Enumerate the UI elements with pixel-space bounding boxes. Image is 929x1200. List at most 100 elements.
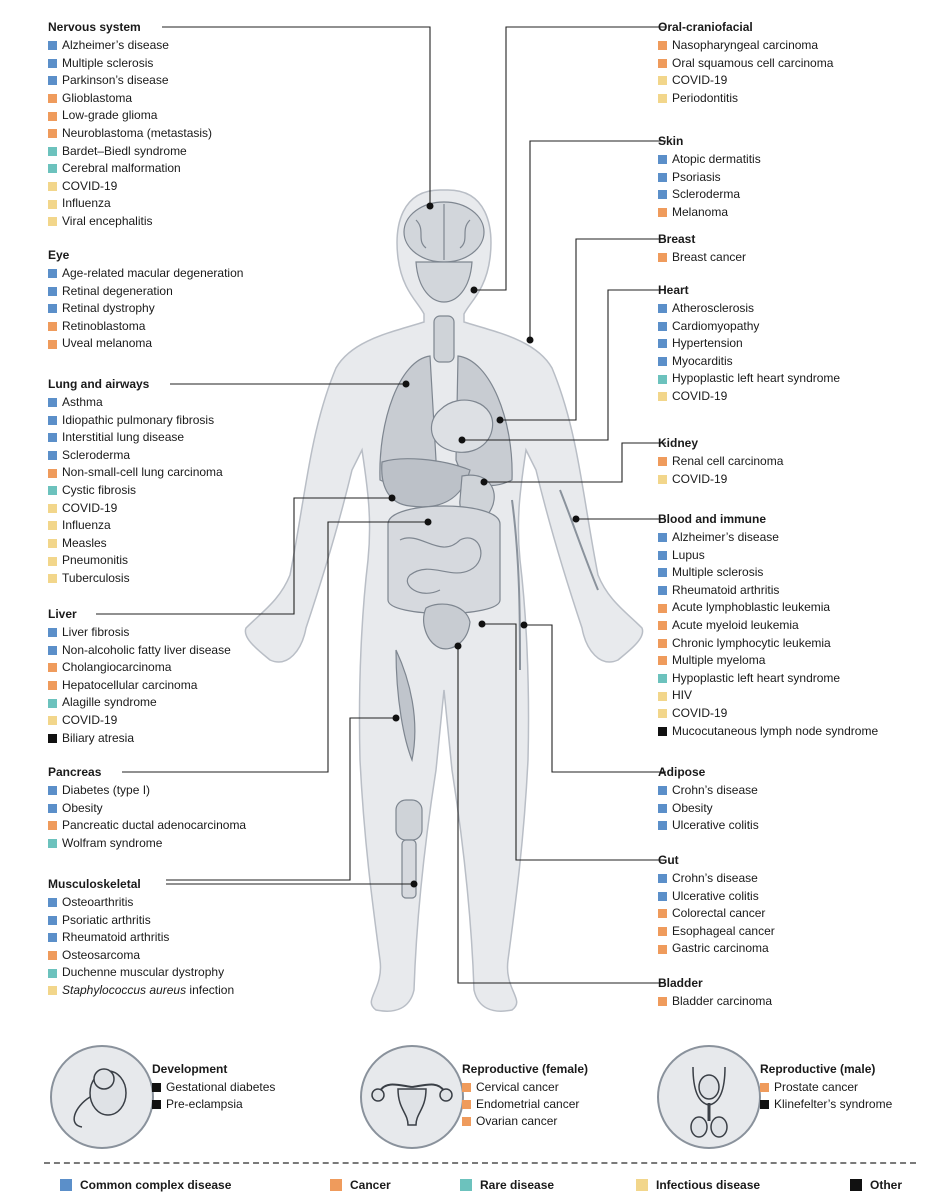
item-label: Non-small-cell lung carcinoma [62,465,223,480]
legend-item-common: Common complex disease [60,1178,231,1192]
category-marker [48,111,57,121]
legend-item-rare: Rare disease [460,1178,554,1192]
item-label: Retinal dystrophy [62,301,155,316]
item-label: Pancreatic ductal adenocarcinoma [62,818,247,833]
category-marker [658,586,667,596]
item-label: Rheumatoid arthritis [672,582,780,597]
list-item: Bardet–Biedl syndrome [48,143,212,161]
item-label: Osteosarcoma [62,947,141,962]
list-item: Oral squamous cell carcinoma [658,55,833,73]
connector-nervous [162,26,431,206]
category-marker [48,803,57,813]
category-marker [48,821,57,831]
blood-vessel-arm [511,489,599,671]
category-marker [48,628,57,638]
category-marker [658,321,667,331]
item-label: Esophageal cancer [672,923,775,938]
item-label: Renal cell carcinoma [672,454,784,468]
list-item: Hepatocellular carcinoma [48,677,231,695]
group-title: Oral-craniofacial [658,20,753,34]
list-item: Low-grade glioma [48,107,212,125]
list-item: Liver fibrosis [48,624,231,642]
list-item: COVID-19 [48,500,223,518]
category-marker [658,638,667,648]
category-marker [48,468,57,478]
category-marker [658,927,667,937]
category-marker [48,933,57,943]
category-marker [48,915,57,925]
category-marker [48,539,57,549]
category-marker [658,357,667,367]
item-italic-prefix: Staphylococcus aureus [62,982,187,997]
category-marker [658,339,667,349]
category-marker [658,304,667,314]
group-title: Adipose [658,765,706,779]
item-label: COVID-19 [62,500,118,515]
connector-gut [482,623,666,861]
category-marker [48,182,57,192]
list-item: Retinal degeneration [48,283,243,301]
uterus-icon [360,1045,464,1149]
category-marker [658,874,667,884]
item-label: Alzheimer’s disease [672,530,779,544]
list-item: Renal cell carcinoma [658,453,783,471]
category-marker [658,392,667,402]
connector-breast [500,238,666,421]
list-item: Nasopharyngeal carcinoma [658,37,833,55]
category-marker [658,891,667,901]
item-label: Cholangiocarcinoma [62,660,172,675]
item-label: Glioblastoma [62,90,133,105]
list-item: Rheumatoid arthritis [658,582,878,600]
item-label: Non-alcoholic fatty liver disease [62,642,231,657]
list-item: Psoriasis [658,169,761,187]
list-item: Ovarian cancer [462,1113,588,1130]
list-item: Pancreatic ductal adenocarcinoma [48,817,246,835]
item-label: Obesity [672,800,713,815]
list-item: Chronic lymphocytic leukemia [658,635,878,653]
category-marker [462,1100,471,1109]
item-label: Pneumonitis [62,553,129,568]
list-item: Acute lymphoblastic leukemia [658,599,878,617]
list-item: Mucocutaneous lymph node syndrome [658,723,878,741]
category-marker [658,786,667,796]
item-label: Pre-eclampsia [166,1097,243,1111]
item-label: HIV [672,688,693,703]
category-marker [48,58,57,68]
item-label: Alzheimer’s disease [62,38,169,52]
category-marker [48,839,57,849]
group-title: Pancreas [48,765,102,779]
list-item: Bladder carcinoma [658,993,772,1011]
list-item: Scleroderma [48,447,223,465]
legend-item-cancer: Cancer [330,1178,391,1192]
list-item: Endometrial cancer [462,1096,588,1113]
item-label: Crohn’s disease [672,871,758,885]
item-label: COVID-19 [672,471,728,486]
item-label: Age-related macular degeneration [62,266,244,280]
category-marker [48,663,57,673]
category-marker [658,550,667,560]
list-item: Measles [48,535,223,553]
category-marker [48,503,57,513]
category-marker [658,909,667,919]
list-item: Cerebral malformation [48,160,212,178]
list-item: COVID-19 [658,72,833,90]
item-label: Multiple sclerosis [672,565,764,580]
category-marker [658,457,667,467]
list-item: Pre-eclampsia [152,1096,275,1113]
category-marker [462,1083,471,1092]
item-label: Obesity [62,800,103,815]
item-label: COVID-19 [62,178,118,193]
list-item: Gestational diabetes [152,1079,275,1096]
category-marker [658,568,667,578]
connector-kidney [484,442,666,483]
item-label: Breast cancer [672,250,747,264]
list-item: Hypoplastic left heart syndrome [658,370,840,388]
category-marker [48,164,57,174]
